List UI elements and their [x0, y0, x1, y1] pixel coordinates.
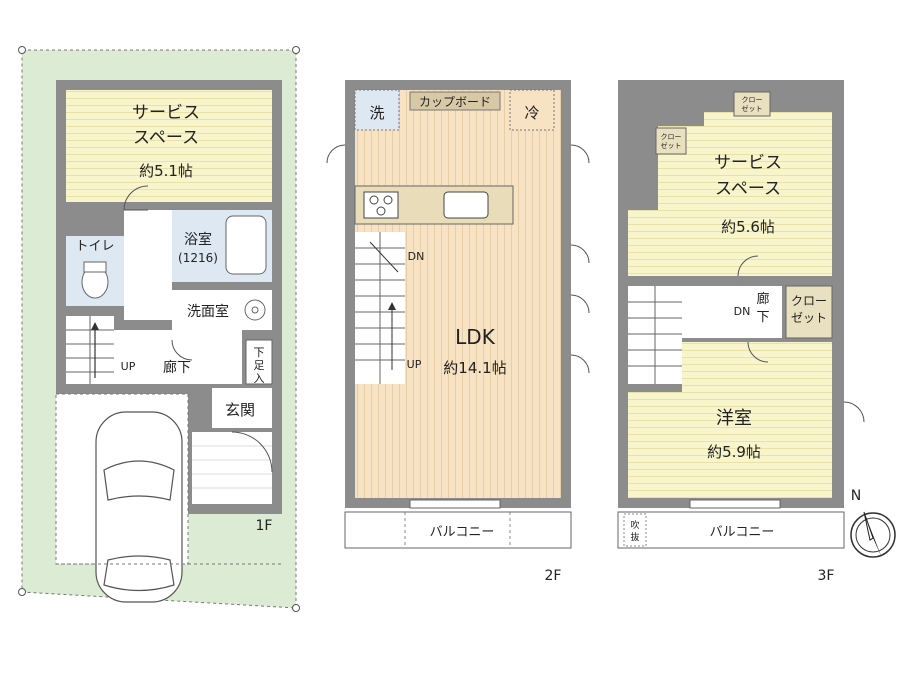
floor-1-label: 1F	[256, 518, 273, 534]
stove-icon	[363, 191, 399, 219]
closet-top-3f-l2: ゼット	[742, 104, 763, 113]
stairs-down-2f: DN	[408, 250, 425, 263]
corridor-1f	[114, 330, 242, 384]
washroom-label: 洗面室	[187, 303, 229, 320]
hallway-3f-l2: 下	[756, 310, 769, 325]
washer-space	[354, 89, 400, 131]
hallway-1f-label: 廊下	[163, 359, 191, 376]
compass-north-label: N	[851, 488, 861, 504]
shoe-storage-l1: 下	[254, 346, 265, 359]
floor-2: 洗 カップボード 冷 DN LDK 約14.1帖 UP バルコニー 2F	[326, 80, 590, 584]
closet-3f	[785, 285, 833, 339]
ldk-label: LDK	[455, 325, 496, 349]
shoe-storage-1f	[245, 339, 273, 385]
floor-3: クロー ゼット クロー ゼット サービス スペース 約5.6帖 DN 廊 下 ク…	[617, 80, 865, 584]
service-space-3f-size: 約5.6帖	[721, 218, 775, 236]
balcony-3f-label: バルコニー	[710, 525, 775, 540]
ldk-size: 約14.1帖	[443, 359, 506, 377]
bath-size: (1216)	[178, 251, 218, 265]
closet-left-3f-l2: ゼット	[661, 141, 682, 150]
compass-icon: N	[850, 488, 896, 558]
shoe-storage-l3: 入	[254, 372, 265, 385]
cupboard	[409, 91, 501, 111]
void-l2: 抜	[630, 531, 639, 543]
toilet-label: トイレ	[75, 239, 114, 254]
stairs-up-1f: UP	[121, 360, 136, 373]
hallway-3f-l1: 廊	[756, 291, 769, 307]
service-space-1f-size: 約5.1帖	[139, 162, 193, 180]
cupboard-label: カップボード	[419, 95, 491, 109]
western-room	[628, 342, 832, 498]
floor-3-label: 3F	[818, 568, 835, 584]
balcony-3f	[617, 511, 845, 549]
balcony-2f	[344, 511, 572, 549]
entrance-1f	[212, 388, 272, 428]
floor-1: サービス スペース 約5.1帖 トイレ 浴室 (1216) 洗面室 UP 廊下 …	[18, 46, 300, 612]
washer-label: 洗	[369, 104, 384, 122]
hallway-3f	[682, 286, 782, 338]
closet-left-3f	[655, 127, 687, 155]
closet-left-3f-l1: クロー	[661, 133, 682, 141]
stairs-down-3f: DN	[734, 305, 751, 318]
service-space-3f-name2: スペース	[715, 179, 781, 199]
bath-label: 浴室	[184, 231, 212, 248]
service-space-3f-name1: サービス	[714, 153, 782, 173]
closet-top-3f	[733, 91, 771, 117]
closet-3f-l1: クロー	[791, 294, 827, 308]
hallway-1f	[124, 210, 172, 320]
western-room-label: 洋室	[716, 408, 752, 429]
western-room-size: 約5.9帖	[707, 443, 761, 461]
entrance-label: 玄関	[225, 401, 255, 419]
stairs-up-2f: UP	[407, 358, 422, 371]
bathtub-icon	[225, 215, 267, 275]
service-space-1f-name2: スペース	[133, 128, 199, 148]
car-icon	[95, 411, 183, 603]
shoe-storage-l2: 足	[254, 359, 265, 372]
void-l1: 吹	[630, 519, 639, 531]
service-space-1f	[66, 90, 272, 202]
balcony-2f-label: バルコニー	[430, 525, 495, 540]
kitchen-sink-icon	[443, 191, 489, 219]
closet-3f-l2: ゼット	[791, 311, 827, 325]
floor-2-label: 2F	[545, 568, 562, 584]
void-3f	[623, 513, 647, 547]
fridge-space	[509, 89, 555, 131]
closet-top-3f-l1: クロー	[742, 96, 763, 104]
fridge-label: 冷	[524, 104, 539, 122]
entry-floor	[192, 432, 272, 504]
service-space-1f-name1: サービス	[132, 103, 200, 123]
